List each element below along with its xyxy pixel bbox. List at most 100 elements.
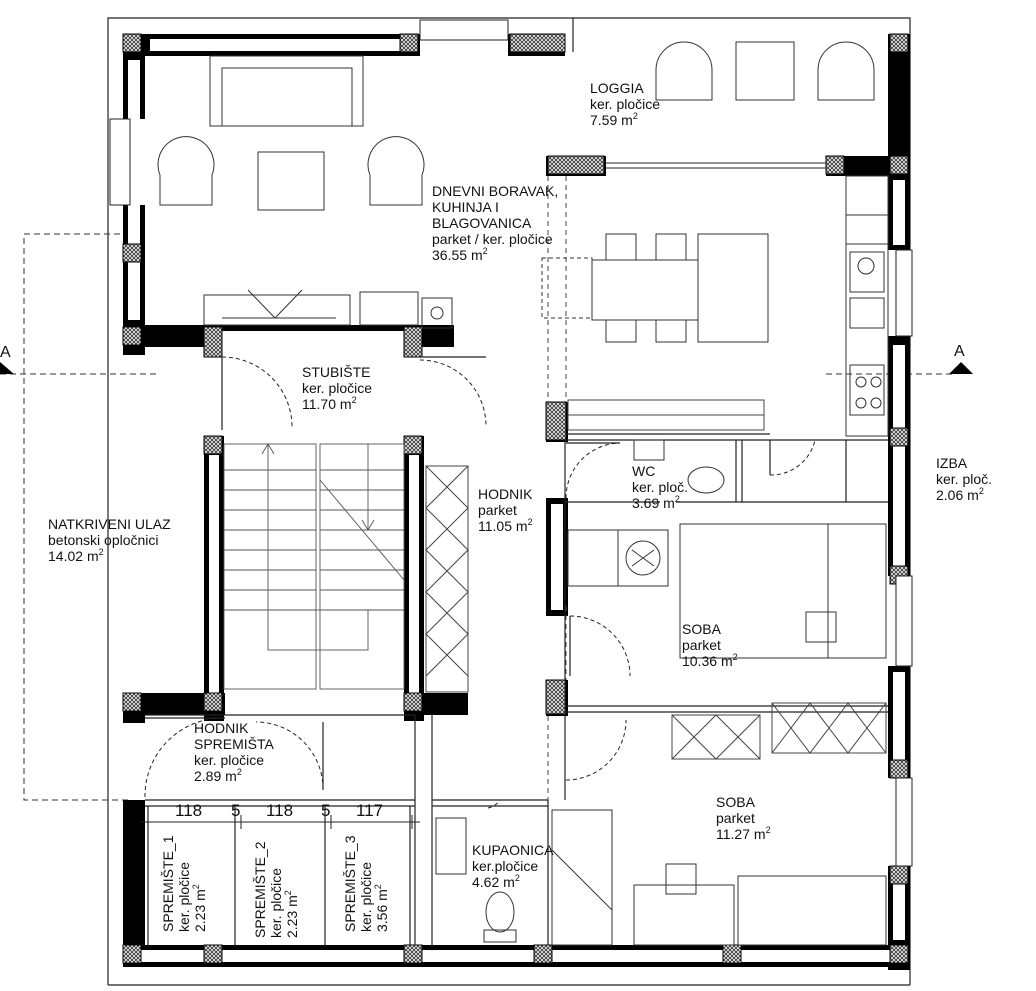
wc-unit: m xyxy=(663,495,675,511)
staircase xyxy=(223,443,405,690)
room2-label: SOBA parket 11.27 m2 xyxy=(716,794,771,842)
living-finish: parket / ker. pločice xyxy=(432,231,553,247)
entrance-unit: m xyxy=(86,548,99,564)
store1-label: SPREMIŠTE_1 ker. pločice 2.23 m2 xyxy=(160,836,208,932)
room2-finish: parket xyxy=(716,810,755,826)
door-leaves xyxy=(145,356,620,790)
dimension-5: 117 xyxy=(356,801,384,820)
room1-label: SOBA parket 10.36 m2 xyxy=(682,621,738,669)
storehall-name-1: HODNIK xyxy=(194,720,249,736)
store1-area: 2.23 xyxy=(192,904,208,932)
store3-area: 3.56 xyxy=(374,904,390,932)
columns xyxy=(122,33,909,964)
doors xyxy=(144,356,816,809)
section-arrow-left xyxy=(0,362,14,374)
hall-name: HODNIK xyxy=(478,486,533,502)
room1-area: 10.36 xyxy=(682,653,718,669)
dimension-line xyxy=(140,815,420,829)
izba-label: IZBA ker. ploč. 2.06 m2 xyxy=(936,455,992,503)
hall-label: HODNIK parket 11.05 m2 xyxy=(478,486,533,534)
wc-name: WC xyxy=(632,463,656,479)
wardrobes xyxy=(425,399,887,760)
store3-name: SPREMIŠTE_3 xyxy=(342,835,358,932)
living-name-2: KUHINJA I xyxy=(432,199,499,215)
living-unit: m xyxy=(470,247,483,263)
section-arrow-right xyxy=(949,362,973,374)
stair-exp: 2 xyxy=(351,395,357,405)
stair-area: 11.70 xyxy=(302,396,336,412)
room2-unit: m xyxy=(753,826,766,842)
store3-finish: ker. pločice xyxy=(358,861,374,932)
loggia-exp: 2 xyxy=(632,111,638,121)
storehall-name-2: SPREMIŠTA xyxy=(194,736,274,752)
stair-name: STUBIŠTE xyxy=(302,364,371,380)
loggia-unit: m xyxy=(621,112,633,128)
bath-label: KUPAONICA ker.pločice 4.62 m2 xyxy=(472,842,553,890)
izba-finish: ker. ploč. xyxy=(936,471,993,487)
room2-name: SOBA xyxy=(716,794,755,810)
bath-finish: ker.pločice xyxy=(472,858,539,874)
partitions xyxy=(145,433,888,945)
room1-name: SOBA xyxy=(682,621,721,637)
entrance-area: 14.02 xyxy=(48,548,84,564)
store2-name: SPREMIŠTE_2 xyxy=(252,841,268,938)
wc-exp: 2 xyxy=(674,494,680,504)
hall-unit: m xyxy=(515,518,528,534)
living-label: DNEVNI BORAVAK, KUHINJA I BLAGOVANICA pa… xyxy=(432,183,558,263)
izba-name: IZBA xyxy=(936,455,968,471)
store2-area: 2.23 xyxy=(284,910,300,938)
loggia-furniture xyxy=(655,41,875,101)
stair-finish: ker. pločice xyxy=(302,380,373,396)
izba-area: 2.06 xyxy=(936,487,964,503)
living-exp: 2 xyxy=(482,246,488,256)
hall-exp: 2 xyxy=(527,517,533,527)
store1-unit: m xyxy=(192,889,208,901)
covered-entrance-outline xyxy=(23,233,130,801)
bedroom-furniture xyxy=(567,523,887,946)
dimension-2: 5 xyxy=(231,801,241,820)
stair-label: STUBIŠTE ker. pločice 11.70 m2 xyxy=(302,364,372,412)
store2-finish: ker. pločice xyxy=(268,867,284,938)
izba-unit: m xyxy=(967,487,979,503)
izba-exp: 2 xyxy=(978,486,984,496)
dimension-1: 118 xyxy=(175,801,203,820)
loggia-label: LOGGIA ker. pločice 7.59 m2 xyxy=(590,80,660,128)
dining-kitchen xyxy=(541,175,889,437)
bath-exp: 2 xyxy=(514,873,520,883)
store1-exp: 2 xyxy=(191,884,201,890)
store3-exp: 2 xyxy=(373,884,383,890)
wc-finish: ker. ploč. xyxy=(632,479,689,495)
loggia-finish: ker. pločice xyxy=(590,96,661,112)
hidden-lines xyxy=(547,176,567,800)
bath-area: 4.62 xyxy=(472,874,500,890)
store2-exp: 2 xyxy=(283,890,293,896)
room2-exp: 2 xyxy=(765,825,771,835)
room1-unit: m xyxy=(720,653,733,669)
sanitary xyxy=(435,439,725,946)
dimension-4: 5 xyxy=(321,801,331,820)
store1-name: SPREMIŠTE_1 xyxy=(160,835,176,932)
entrance-name: NATKRIVENI ULAZ xyxy=(48,516,171,532)
store2-unit: m xyxy=(284,895,300,907)
living-area: 36.55 xyxy=(432,247,468,263)
store3-unit: m xyxy=(374,889,390,901)
wc-label: WC ker. ploč. 3.69 m2 xyxy=(632,463,688,511)
section-mark-right: A xyxy=(954,343,965,360)
bath-name: KUPAONICA xyxy=(472,842,554,858)
loggia-area: 7.59 xyxy=(590,112,618,128)
section-mark-left: A xyxy=(0,344,11,361)
storehall-label: HODNIK SPREMIŠTA ker. pločice 2.89 m2 xyxy=(194,720,274,784)
storehall-unit: m xyxy=(225,768,237,784)
living-name-3: BLAGOVANICA xyxy=(432,215,532,231)
dimension-3: 118 xyxy=(266,801,294,820)
room1-exp: 2 xyxy=(732,652,738,662)
store2-label: SPREMIŠTE_2 ker. pločice 2.23 m2 xyxy=(252,842,300,938)
storehall-exp: 2 xyxy=(236,767,242,777)
room1-finish: parket xyxy=(682,637,721,653)
storehall-area: 2.89 xyxy=(194,768,222,784)
hall-area: 11.05 xyxy=(478,518,512,534)
loggia-name: LOGGIA xyxy=(590,80,644,96)
store1-finish: ker. pločice xyxy=(176,861,192,932)
stair-unit: m xyxy=(339,396,352,412)
